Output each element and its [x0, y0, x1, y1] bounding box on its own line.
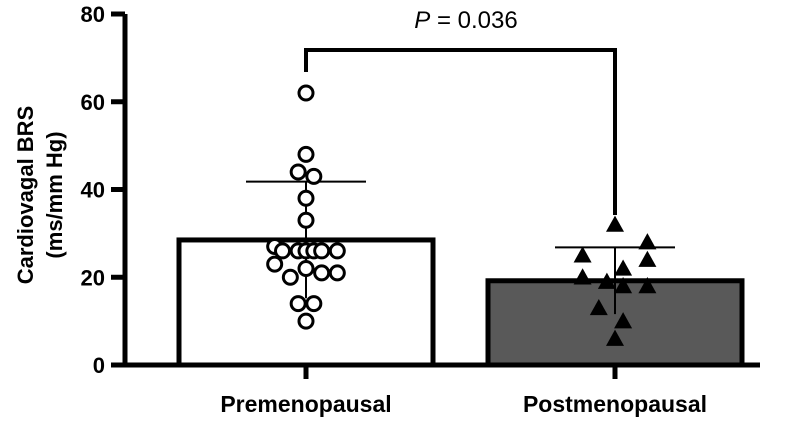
data-point-0-15 — [297, 259, 315, 277]
data-point-1-7 — [614, 277, 633, 294]
data-point-0-20 — [297, 312, 315, 330]
data-point-0-5 — [297, 211, 315, 229]
data-point-1-10 — [614, 312, 633, 329]
data-point-1-11 — [606, 329, 624, 346]
data-point-1-2 — [573, 246, 592, 263]
data-point-1-5 — [573, 268, 592, 285]
significance-bracket-line — [304, 48, 617, 215]
y-tick-label-2: 40 — [81, 178, 105, 203]
data-point-1-8 — [638, 277, 657, 294]
data-point-0-4 — [297, 189, 315, 207]
data-point-0-18 — [289, 295, 307, 313]
data-point-1-1 — [638, 233, 657, 250]
y-axis-title-line1: Cardiovagal BRS — [13, 106, 38, 285]
data-point-0-2 — [289, 163, 307, 181]
y-tick-label-3: 60 — [81, 90, 105, 115]
data-point-1-0 — [606, 215, 624, 232]
points-layer — [266, 84, 657, 346]
data-point-0-14 — [281, 268, 299, 286]
bars-layer — [176, 237, 745, 368]
x-category-label-0: Premenopausal — [220, 391, 391, 417]
y-tick-label-4: 80 — [81, 2, 105, 27]
data-point-0-0 — [297, 84, 315, 102]
significance-bracket — [304, 48, 617, 215]
data-point-0-3 — [305, 167, 323, 185]
y-axis-title-line2: (ms/mm Hg) — [42, 131, 67, 258]
data-point-0-12 — [328, 242, 346, 260]
data-point-1-3 — [638, 250, 657, 267]
data-point-0-17 — [328, 264, 346, 282]
data-point-0-13 — [266, 255, 284, 273]
x-category-label-1: Postmenopausal — [523, 391, 707, 417]
data-point-0-11 — [313, 242, 331, 260]
data-point-1-4 — [614, 259, 633, 276]
data-point-1-6 — [597, 272, 616, 289]
data-point-0-1 — [297, 145, 315, 163]
data-point-0-16 — [313, 264, 331, 282]
data-point-0-7 — [274, 242, 292, 260]
p-value-label: P = 0.036 — [414, 7, 517, 34]
data-point-0-19 — [305, 295, 323, 313]
y-tick-label-1: 20 — [81, 265, 105, 290]
y-tick-label-0: 0 — [93, 353, 105, 378]
data-point-1-9 — [589, 298, 608, 316]
